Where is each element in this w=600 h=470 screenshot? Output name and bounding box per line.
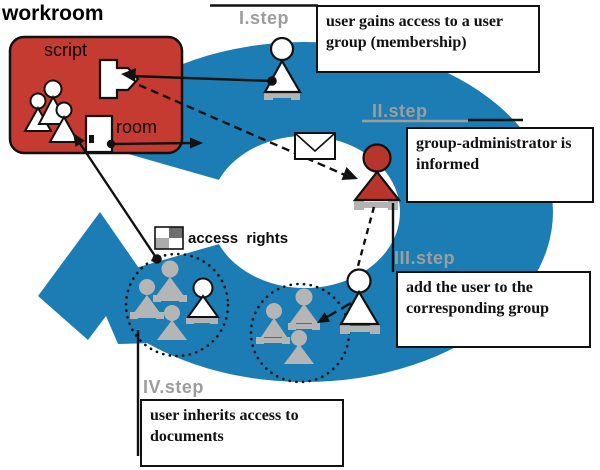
new-user-in-group-icon [186,277,220,324]
user-group-bottom-icon [256,288,320,364]
access-rights-label: access rights [188,230,289,247]
envelope-icon [294,132,336,160]
script-label: script [44,40,88,60]
page-title: workroom [2,2,104,25]
group-admin-figure-icon [352,143,402,210]
step-3-label: III.step [394,248,456,268]
step-1-note: user gains access to a user group (membe… [316,5,540,73]
user-to-add-figure-icon [339,268,380,334]
step-3-note: add the user to the corresponding group [396,271,591,348]
step-1-label: I.step [239,8,290,28]
workroom-user-group-icon [23,79,80,143]
step-4-note: user inherits access to documents [140,399,344,467]
user-group-left-icon [130,260,187,340]
step-4-label: IV.step [143,377,204,397]
group-circle-left [124,252,230,358]
script-pointer-icon [98,58,140,100]
step-2-label: II.step [372,101,428,121]
room-label: room [116,117,158,137]
access-rights-grid-icon [154,226,184,250]
step-2-note: group-administrator is informed [406,127,594,203]
